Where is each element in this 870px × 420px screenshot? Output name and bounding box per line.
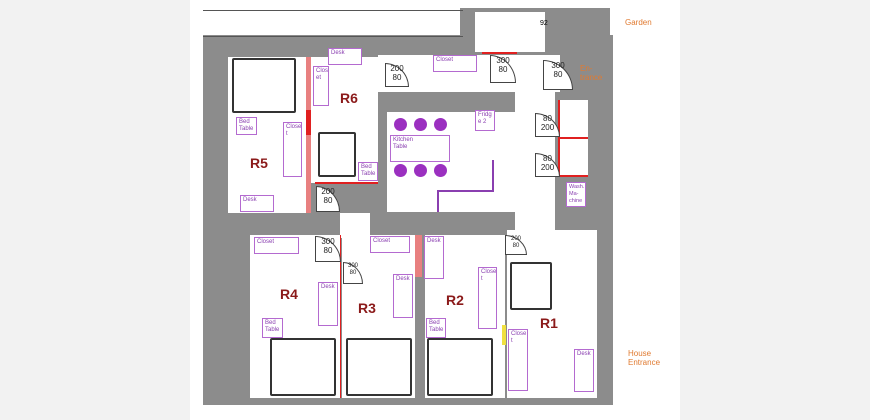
- partition-r5-r6: [306, 57, 311, 213]
- room-label-r3: R3: [358, 300, 376, 316]
- desk-r2: Desk: [424, 236, 444, 279]
- chair: [434, 118, 447, 131]
- chair: [394, 164, 407, 177]
- bed-r4: [270, 338, 336, 396]
- bed-r3: [346, 338, 412, 396]
- bed-r1: [510, 262, 552, 310]
- room-label-r5: R5: [250, 155, 268, 171]
- partition-r4-r3: [340, 235, 341, 398]
- kitchen-counter: [492, 160, 494, 192]
- desk-r1: Desk: [574, 349, 594, 392]
- bed-r6: [318, 132, 356, 177]
- room-label-r1: R1: [540, 315, 558, 331]
- bed-r5: [232, 58, 296, 113]
- chair: [394, 118, 407, 131]
- kitchen-counter: [437, 190, 439, 212]
- closet-r4: Closet: [254, 237, 299, 254]
- chair: [414, 164, 427, 177]
- entrance-label: En- trance: [580, 64, 603, 82]
- closet-r5: Close t: [283, 122, 302, 177]
- closet-corridor: Closet: [433, 55, 477, 72]
- chair: [434, 164, 447, 177]
- washing-machine: Wash. Ma- chine: [566, 182, 586, 207]
- chair: [414, 118, 427, 131]
- floor-plan: 200 80 200 80 300 80 300 80 80 200 80 20…: [190, 0, 680, 420]
- bed-table-r6: Bed Table: [358, 162, 378, 181]
- bathroom-top: [475, 12, 545, 52]
- closet-r1: Close t: [508, 329, 528, 391]
- bed-r2: [427, 338, 493, 396]
- partition-red: [558, 137, 588, 139]
- partition-red: [315, 182, 378, 184]
- desk-r4: Desk: [318, 282, 338, 326]
- closet-r3: Closet: [370, 236, 410, 253]
- room-label-r6: R6: [340, 90, 358, 106]
- bed-table-r2: Bed Table: [426, 318, 446, 338]
- closet-r6: Clos et: [313, 66, 329, 106]
- room-label-r4: R4: [280, 286, 298, 302]
- outdoor-terrace: [203, 10, 463, 37]
- garden-label: Garden: [625, 18, 652, 27]
- fridge: Fridg e 2: [475, 110, 495, 131]
- partition-red: [306, 110, 311, 135]
- partition-r3-r2: [415, 235, 422, 277]
- kitchen-counter: [437, 190, 492, 192]
- partition-red: [482, 52, 517, 54]
- house-entrance-label: House Entrance: [628, 349, 661, 367]
- desk-r3: Desk: [393, 274, 413, 318]
- partition-yellow: [502, 325, 506, 345]
- kitchen-table: Kitchen Table: [390, 135, 450, 162]
- partition-red: [558, 175, 588, 177]
- desk-r5: Desk: [240, 195, 274, 212]
- closet-r2: Close t: [478, 267, 497, 329]
- hall-passage: [340, 213, 370, 238]
- bed-table-r5: Bed Table: [236, 117, 257, 135]
- room-label-r2: R2: [446, 292, 464, 308]
- desk-r6: Desk: [328, 48, 362, 65]
- dimension-92: 92: [540, 20, 548, 27]
- bed-table-r4: Bed Table: [262, 318, 283, 338]
